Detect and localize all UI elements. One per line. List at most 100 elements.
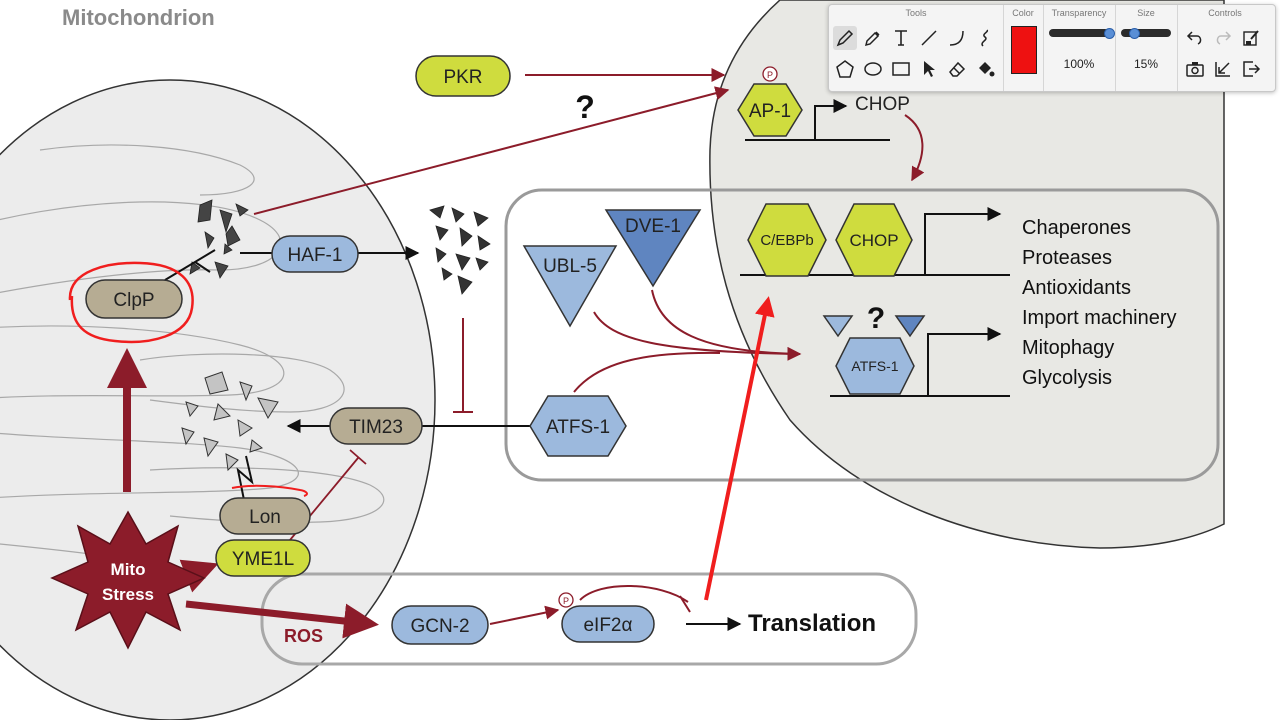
output-antioxidants: Antioxidants <box>1022 277 1131 299</box>
yme1l-node <box>215 539 311 577</box>
ros-label: ROS <box>284 626 323 646</box>
freehand-icon[interactable] <box>973 26 997 50</box>
annotation-toolbar: Tools <box>828 4 1276 92</box>
size-value: 15% <box>1133 57 1159 71</box>
output-proteases: Proteases <box>1022 247 1112 269</box>
color-swatch[interactable] <box>1011 26 1037 74</box>
eif2a-phospho-label: P <box>563 596 569 606</box>
curve-icon[interactable] <box>945 26 969 50</box>
redo-icon[interactable] <box>1211 26 1235 50</box>
size-slider-knob[interactable] <box>1128 28 1140 39</box>
line-icon[interactable] <box>917 26 941 50</box>
eyedropper-icon[interactable] <box>861 26 885 50</box>
dve1-small-triangle <box>894 315 926 338</box>
atfs1-curve <box>573 351 721 393</box>
pointer-icon[interactable] <box>917 57 941 81</box>
clpp-node <box>85 279 183 319</box>
tools-section: Tools <box>829 5 1004 91</box>
translation-box <box>260 572 918 666</box>
fragments-zigzag <box>164 249 216 281</box>
lon-node <box>219 497 311 535</box>
yme1l-label: YME1L <box>232 549 294 570</box>
ap1-phospho-circle <box>762 66 778 82</box>
ellipse-icon[interactable] <box>861 57 885 81</box>
ubl5-label: UBL-5 <box>543 256 597 277</box>
exit-icon[interactable] <box>1239 57 1263 81</box>
transparency-section: Transparency 100% <box>1043 5 1116 91</box>
lon-zigzag <box>236 455 254 501</box>
chop-top-label: CHOP <box>855 94 910 115</box>
lon-label: Lon <box>249 507 281 528</box>
output-import-machinery: Import machinery <box>1022 307 1177 329</box>
chop-promoter <box>745 106 890 141</box>
cebpb-label: C/EBPb <box>760 232 813 249</box>
ap1-node <box>737 83 803 137</box>
question-mark-top: ? <box>575 89 595 125</box>
output-chaperones: Chaperones <box>1022 217 1131 239</box>
transparency-slider[interactable] <box>1049 29 1109 37</box>
color-section: Color <box>1003 5 1044 91</box>
protein-fragments-cytosol <box>429 205 491 295</box>
mito-stress-star <box>50 510 206 650</box>
fill-icon[interactable] <box>973 57 997 81</box>
eif2a-inhibit-curve <box>579 585 691 613</box>
transparency-slider-knob[interactable] <box>1104 28 1115 39</box>
gcn2-node <box>391 605 489 645</box>
size-slider[interactable] <box>1121 29 1171 37</box>
collapse-icon[interactable] <box>1211 57 1235 81</box>
transparency-value: 100% <box>1063 57 1095 71</box>
protein-fragments-lower <box>181 371 279 472</box>
atfs1-label: ATFS-1 <box>546 417 610 438</box>
dve1-node <box>604 209 702 288</box>
fragments-to-ap1-arrow <box>253 86 730 215</box>
question-mark-mid: ? <box>867 302 885 335</box>
atfs1-node <box>529 395 627 457</box>
gcn2-to-eif2a-arrow <box>489 605 560 625</box>
output-glycolysis: Glycolysis <box>1022 367 1112 389</box>
eif2a-phospho-circle <box>558 592 574 608</box>
text-icon[interactable] <box>889 26 913 50</box>
rectangle-icon[interactable] <box>889 57 913 81</box>
nuclear-compartment-box <box>504 188 1220 482</box>
controls-label: Controls <box>1208 8 1242 18</box>
lon-red-annotation <box>231 484 308 497</box>
haf1-node <box>271 235 359 273</box>
size-section: Size 15% <box>1115 5 1178 91</box>
pen-icon[interactable] <box>833 26 857 50</box>
polygon-icon[interactable] <box>833 57 857 81</box>
eraser-icon[interactable] <box>945 57 969 81</box>
eif2a-label: eIF2α <box>583 615 632 636</box>
undo-icon[interactable] <box>1183 26 1207 50</box>
ubl5-node <box>522 245 618 328</box>
mito-stress-label-2: Stress <box>102 585 154 604</box>
camera-icon[interactable] <box>1183 57 1207 81</box>
color-label: Color <box>1012 8 1034 18</box>
figure-title: Mitochondrion <box>62 5 215 30</box>
chop-hex-node <box>835 203 913 277</box>
pkr-label: PKR <box>443 67 482 88</box>
tim23-label: TIM23 <box>349 417 403 438</box>
transparency-label: Transparency <box>1051 8 1107 18</box>
clear-icon[interactable] <box>1239 26 1263 50</box>
size-label: Size <box>1137 8 1155 18</box>
ubl5-small-triangle <box>822 315 854 338</box>
inhibit-line-haf1 <box>453 318 473 413</box>
ap1-label: AP-1 <box>749 101 791 122</box>
atfs1-nuclear-label: ATFS-1 <box>851 358 898 374</box>
ubl5-curve <box>593 311 802 361</box>
eif2a-node <box>561 605 655 643</box>
pkr-node <box>415 55 511 97</box>
clpp-red-circle-annotation <box>68 261 194 344</box>
clpp-label: ClpP <box>113 290 154 311</box>
controls-section: Controls <box>1177 5 1273 91</box>
red-annotation-arrow <box>704 296 775 601</box>
cebpb-node <box>747 203 827 277</box>
haf1-label: HAF-1 <box>288 245 343 266</box>
tim23-node <box>329 407 423 445</box>
translation-label: Translation <box>748 610 876 637</box>
protein-fragments-upper <box>189 199 249 279</box>
dve1-label: DVE-1 <box>625 216 681 237</box>
mito-stress-label-1: Mito <box>111 560 146 579</box>
atfs1-nuclear-node <box>835 337 915 395</box>
